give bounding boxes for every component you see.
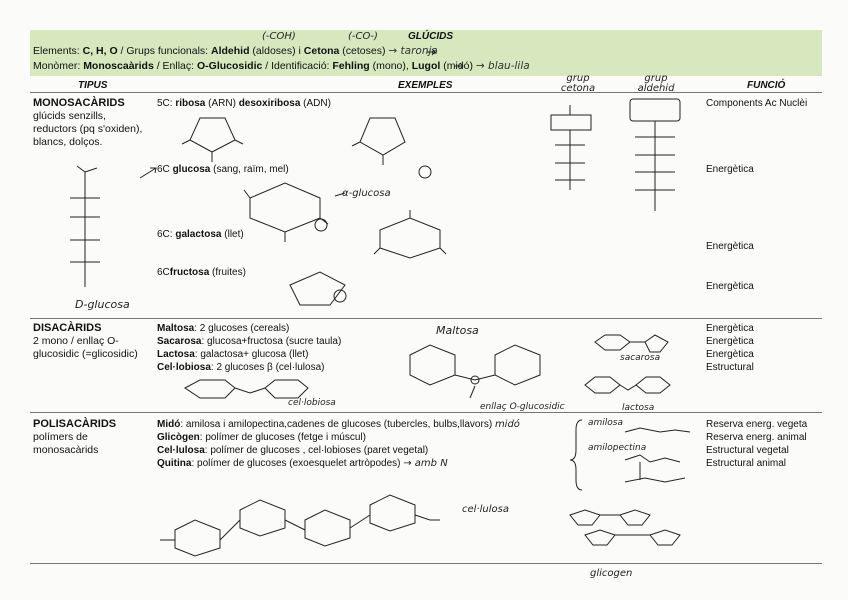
example-5c: 5C: ribosa (ARN) desoxiribosa (ADN) — [157, 98, 331, 109]
page-title: GLÚCIDS — [408, 31, 453, 42]
hand-note-taronja: → taronja — [388, 45, 438, 57]
function-poli-4: Estructural animal — [706, 458, 787, 469]
disacarid-maltosa: Maltosa: 2 glucoses (cereals) — [157, 323, 290, 334]
hand-note-co: (-CO-) — [348, 31, 378, 42]
hand-note-coh: (-COH) — [262, 31, 296, 42]
disacarid-sacarosa: Sacarosa: glucosa+fructosa (sucre taula) — [157, 336, 342, 347]
rule-polisacarids — [30, 412, 822, 413]
hand-grup-aldehid: grup aldehid — [637, 73, 675, 94]
column-exemples: EXEMPLES — [398, 80, 453, 91]
hand-cellobiosa: cel·lobiosa — [288, 398, 336, 408]
hand-enllac: enllaç O-glucosidic — [480, 402, 565, 412]
category-disacarids: DISACÀRIDS 2 mono / enllaç O- glucosidic… — [33, 322, 138, 360]
column-funcio: FUNCIÓ — [747, 80, 786, 91]
header-line-monomer: Monòmer: Monoscaàrids / Enllaç: O-Glucos… — [33, 60, 530, 72]
polisacarid-mido: Midó: amilosa i amilopectina,cadenes de … — [157, 419, 520, 430]
function-di-2: Energètica — [706, 336, 754, 347]
function-di-1: Energètica — [706, 323, 754, 334]
hand-amilopectina: amilopectina — [588, 443, 647, 453]
function-poli-1: Reserva energ. vegeta — [706, 419, 808, 430]
hand-grup-cetona: grup cetona — [560, 73, 596, 94]
hand-cellulosa: cel·lulosa — [462, 504, 509, 515]
column-tipus: TIPUS — [78, 80, 108, 91]
hand-glicogen: glicogen — [590, 568, 633, 579]
function-poli-3: Estructural vegetal — [706, 445, 789, 456]
header-band — [30, 30, 822, 76]
disacarid-cellobiosa: Cel·lobiosa: 2 glucoses β (cel·lulosa) — [157, 362, 325, 373]
function-mono-2: Energètica — [706, 164, 754, 175]
hand-amilosa: amilosa — [588, 418, 623, 428]
function-mono-3: Energètica — [706, 241, 754, 252]
hand-alfa-glucosa: α-glucosa — [342, 188, 391, 199]
hand-note-blau-lila: → blau-lila — [475, 60, 530, 72]
function-poli-2: Reserva energ. animal — [706, 432, 807, 443]
polisacarid-glicogen: Glicògen: polímer de glucoses (fetge i m… — [157, 432, 366, 443]
example-fructosa: 6Cfructosa (fruites) — [157, 267, 246, 278]
category-monosacarids: MONOSACÀRIDS glúcids senzills, reductors… — [33, 97, 143, 148]
hand-d-glucosa: D-glucosa — [75, 298, 130, 311]
function-mono-4: Energètica — [706, 281, 754, 292]
rule-bottom — [30, 563, 822, 564]
hand-lactosa: lactosa — [622, 403, 655, 413]
example-glucosa: 6C glucosa (sang, raïm, mel) — [157, 164, 289, 175]
category-polisacarids: POLISACÀRIDS polímers de monosacàrids — [33, 418, 117, 456]
hand-maltosa: Maltosa — [436, 324, 479, 337]
function-di-3: Energètica — [706, 349, 754, 360]
function-di-4: Estructural — [706, 362, 754, 373]
disacarid-lactosa: Lactosa: galactosa+ glucosa (llet) — [157, 349, 309, 360]
rule-disacarids — [30, 318, 822, 319]
polisacarid-quitina: Quitina: polímer de glucoses (exoesquele… — [157, 458, 448, 469]
header-line-elements: Elements: C, H, O / Grups funcionals: Al… — [33, 45, 438, 57]
rule-top — [30, 92, 822, 93]
example-galactosa: 6C: galactosa (llet) — [157, 229, 244, 240]
hand-sacarosa: sacarosa — [620, 353, 661, 363]
function-mono-1: Components Ac Nuclèi — [706, 98, 808, 109]
polisacarid-cellulosa: Cel·lulosa: polímer de glucoses , cel·lo… — [157, 445, 429, 456]
